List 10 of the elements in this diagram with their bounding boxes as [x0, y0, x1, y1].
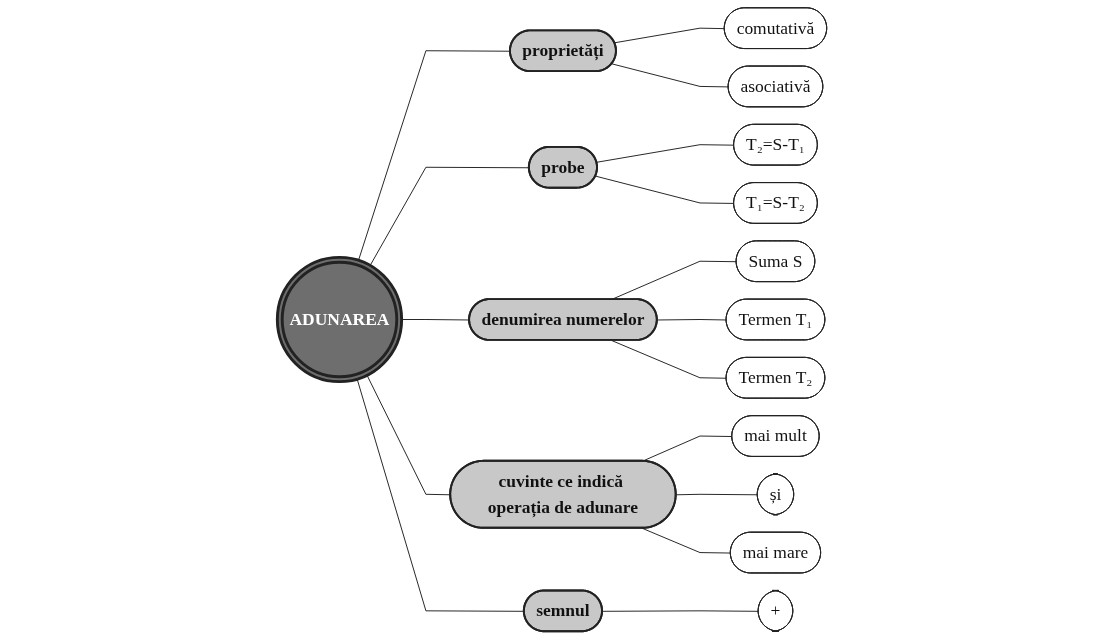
connector: [610, 339, 728, 379]
node-circle: ADUNAREA: [275, 255, 404, 384]
connector: [611, 63, 730, 88]
connector: [614, 27, 726, 44]
connector: [675, 493, 759, 496]
connector: [656, 319, 728, 321]
connector: [641, 527, 732, 554]
connector: [602, 610, 760, 612]
connector: [595, 175, 735, 204]
connector: [596, 144, 735, 163]
